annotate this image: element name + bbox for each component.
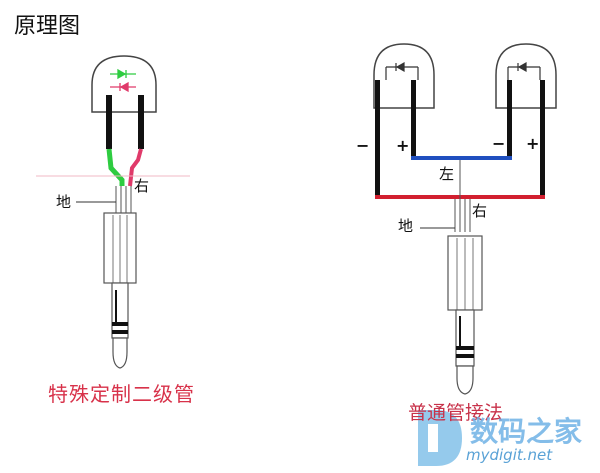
right-left-label: 左 bbox=[439, 165, 454, 183]
left-ground-label: 地 bbox=[56, 193, 71, 211]
page-title: 原理图 bbox=[14, 14, 81, 39]
left-right-label: 右 bbox=[134, 177, 149, 195]
left-caption: 特殊定制二级管 bbox=[48, 382, 195, 406]
led-leg-left bbox=[106, 95, 112, 149]
right-right-label: 右 bbox=[472, 202, 487, 220]
plus-right-sign: + bbox=[526, 134, 539, 153]
blue-bar bbox=[411, 156, 512, 160]
watermark-url: mydigit.net bbox=[466, 446, 553, 464]
watermark-logo-icon bbox=[418, 410, 462, 466]
leg-r1 bbox=[507, 80, 512, 158]
left-diagram bbox=[36, 55, 190, 369]
pink-diode-icon bbox=[110, 81, 136, 93]
right-caption: 普通管接法 bbox=[408, 402, 504, 424]
led-dome-left bbox=[373, 43, 435, 109]
plug-tip bbox=[112, 337, 128, 369]
right-ground-label: 地 bbox=[398, 217, 413, 235]
plus-left-sign: + bbox=[396, 136, 409, 155]
plug-tip-right bbox=[456, 365, 474, 395]
green-diode-icon bbox=[110, 68, 136, 80]
led-leg-right bbox=[138, 95, 144, 149]
watermark-brand: 数码之家 bbox=[470, 415, 583, 448]
right-diagram bbox=[373, 43, 557, 395]
led-dome-right bbox=[495, 43, 557, 109]
diode-left-icon bbox=[385, 61, 419, 80]
pink-wire bbox=[128, 148, 143, 187]
led-dome bbox=[91, 55, 157, 113]
leg-l2 bbox=[411, 80, 416, 158]
minus-left-sign: − bbox=[356, 136, 369, 155]
leg-r2 bbox=[540, 80, 545, 197]
plug-shaft bbox=[111, 282, 129, 339]
leg-l1 bbox=[375, 80, 380, 197]
diode-right-icon bbox=[507, 61, 541, 80]
minus-right-sign: − bbox=[492, 134, 505, 153]
green-wire bbox=[106, 148, 125, 186]
